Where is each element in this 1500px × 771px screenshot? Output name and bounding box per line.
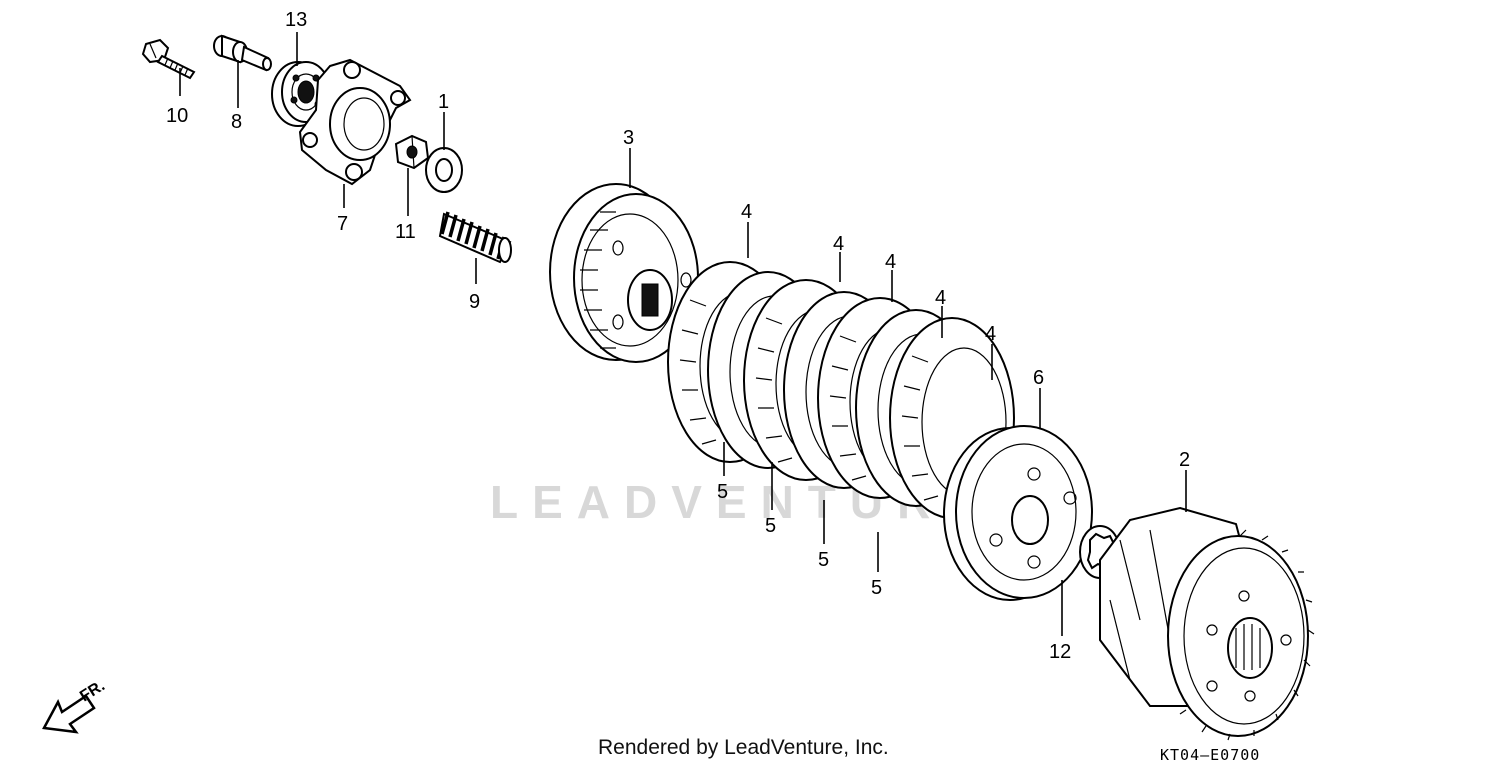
- part-clutch-spring[interactable]: [438, 211, 512, 264]
- callout-8[interactable]: 8: [231, 111, 242, 133]
- callout-9[interactable]: 9: [469, 291, 480, 313]
- callout-11[interactable]: 11: [395, 221, 416, 243]
- clutch-disc-pack: [667, 261, 1015, 519]
- part-pressure-plate[interactable]: [549, 183, 699, 363]
- callout-12[interactable]: 12: [1049, 641, 1071, 663]
- callout-labels: 10 8 13 1 7 11 9 3 4 4 4 4 4 5 5 5 5 6 1…: [166, 9, 1190, 663]
- callout-2[interactable]: 2: [1179, 449, 1190, 471]
- callout-13[interactable]: 13: [285, 9, 307, 31]
- part-bolt[interactable]: [141, 38, 196, 80]
- callout-7[interactable]: 7: [337, 213, 348, 235]
- part-lifter-plate[interactable]: [298, 58, 412, 186]
- callout-1[interactable]: 1: [438, 91, 449, 113]
- diagram-code: KT04–E0700: [1160, 746, 1260, 764]
- callout-3[interactable]: 3: [623, 127, 634, 149]
- leader-lines: [179, 32, 1187, 636]
- callout-4c[interactable]: 4: [885, 251, 896, 273]
- part-washer[interactable]: [425, 147, 463, 193]
- callout-4d[interactable]: 4: [935, 287, 946, 309]
- callout-4b[interactable]: 4: [833, 233, 844, 255]
- callout-5a[interactable]: 5: [717, 481, 728, 503]
- callout-5b[interactable]: 5: [765, 515, 776, 537]
- footer-credit: Rendered by LeadVenture, Inc.: [598, 736, 889, 759]
- part-clutch-outer[interactable]: [1099, 506, 1315, 741]
- callout-4e[interactable]: 4: [985, 323, 996, 345]
- front-arrow-icon: [42, 694, 96, 734]
- callout-5d[interactable]: 5: [871, 577, 882, 599]
- part-bearing[interactable]: [271, 61, 331, 127]
- callout-10[interactable]: 10: [166, 105, 188, 127]
- part-lifter-pin[interactable]: [213, 34, 272, 72]
- callout-4a[interactable]: 4: [741, 201, 752, 223]
- front-direction-indicator: FR.: [42, 677, 108, 734]
- callout-6[interactable]: 6: [1033, 367, 1044, 389]
- callout-5c[interactable]: 5: [818, 549, 829, 571]
- part-lock-nut[interactable]: [394, 134, 430, 170]
- part-clutch-center[interactable]: [943, 425, 1093, 601]
